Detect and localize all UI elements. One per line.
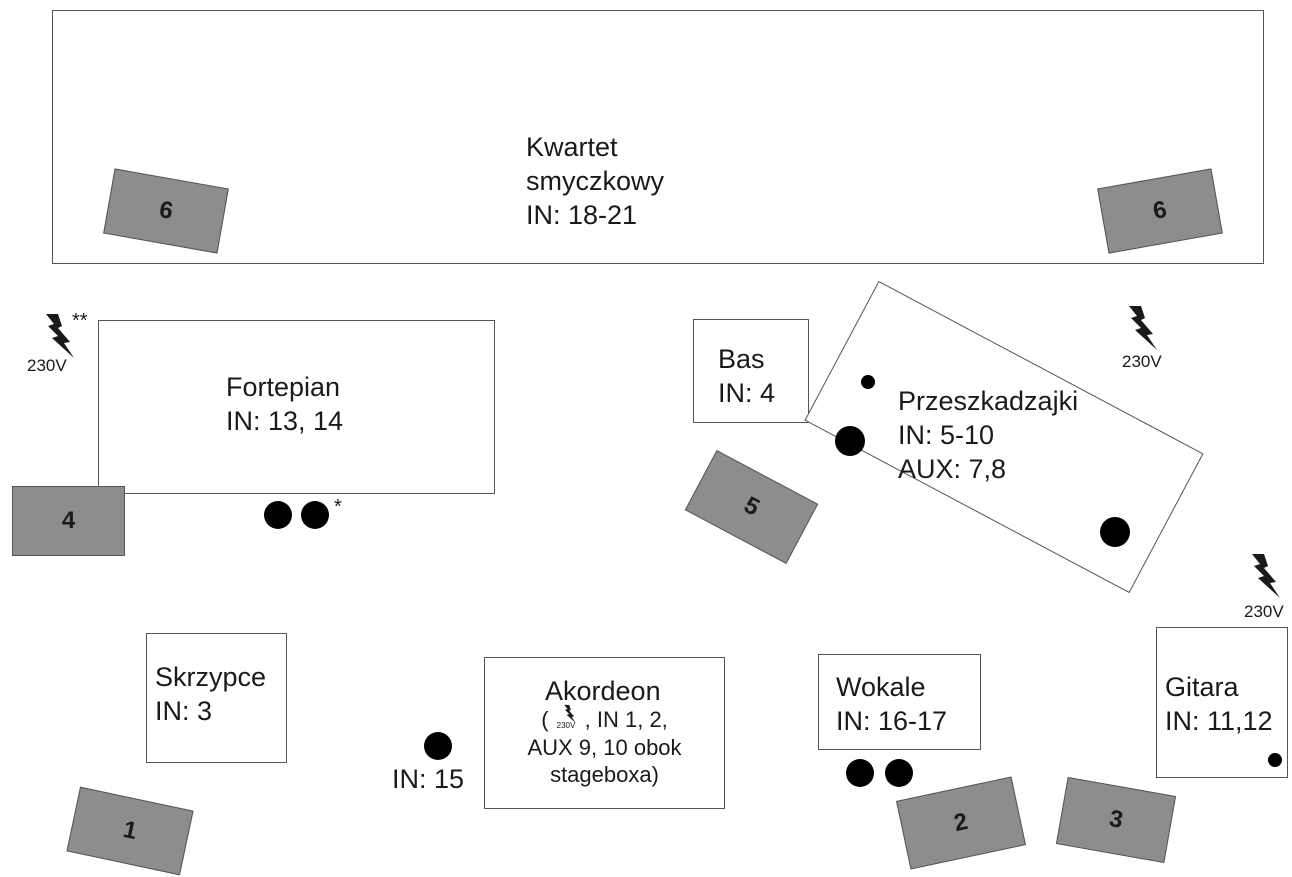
fortepian-label: Fortepian IN: 13, 14: [226, 370, 343, 438]
monitor-4-label: 4: [61, 507, 76, 534]
bas-label: Bas IN: 4: [718, 342, 775, 410]
kwartet-label: Kwartet smyczkowy IN: 18-21: [526, 130, 664, 232]
kwartet-inputs: IN: 18-21: [526, 200, 638, 230]
monitor-4: 4: [12, 486, 125, 556]
vocal-mic-2: [885, 759, 913, 787]
skrzypce-label: Skrzypce IN: 3: [155, 660, 266, 728]
wokale-label: Wokale IN: 16-17: [836, 670, 947, 738]
fortepian-title: Fortepian: [226, 372, 341, 402]
akordeon-area: [484, 657, 725, 809]
skrzypce-title: Skrzypce: [155, 662, 267, 692]
akordeon-voltage: 230V: [556, 721, 576, 731]
voltage-label-top-right: 230V: [1122, 352, 1162, 371]
monitor-1-label: 1: [120, 815, 140, 846]
wokale-inputs: IN: 16-17: [836, 706, 948, 736]
kwartet-title-2: smyczkowy: [526, 166, 665, 196]
voltage-label-left: 230V: [27, 356, 67, 375]
fortepian-inputs: IN: 13, 14: [226, 406, 344, 436]
lightning-bolt-icon: 230V: [555, 705, 585, 734]
bas-area: [693, 319, 809, 423]
monitor-2-label: 2: [951, 807, 971, 838]
piano-mic-2: [301, 501, 329, 529]
gitara-label: Gitara IN: 11,12: [1165, 670, 1273, 738]
monitor-5: 5: [684, 449, 819, 565]
przeszkadzajki-label: Przeszkadzajki IN: 5-10 AUX: 7,8: [898, 384, 1078, 486]
kwartet-area: [52, 10, 1264, 264]
wokale-area: [818, 654, 981, 750]
lightning-bolt-icon: [1129, 306, 1157, 350]
perc-mic-2: [1100, 517, 1130, 547]
akordeon-paren: (: [541, 707, 549, 732]
skrzypce-inputs: IN: 3: [155, 696, 213, 726]
akordeon-title: Akordeon: [545, 676, 661, 706]
skrzypce-area: [146, 633, 287, 763]
monitor-2: 2: [896, 776, 1026, 870]
gitara-title: Gitara: [1165, 672, 1239, 702]
akordeon-inputs: , IN 1, 2,: [584, 707, 668, 732]
gitara-area: [1156, 627, 1288, 778]
wokale-title: Wokale: [836, 672, 926, 702]
double-star-note: **: [72, 310, 88, 332]
guitar-mic: [1268, 753, 1282, 767]
akordeon-line-2: ( 230V , IN 1, 2,: [490, 705, 719, 734]
kwartet-title-1: Kwartet: [526, 132, 618, 162]
gitara-inputs: IN: 11,12: [1165, 706, 1273, 736]
monitor-6-right-label: 6: [1150, 196, 1169, 225]
monitor-5-label: 5: [739, 491, 764, 522]
przeszkadzajki-title: Przeszkadzajki: [898, 386, 1079, 416]
akordeon-details: ( 230V , IN 1, 2, AUX 9, 10 obok stagebo…: [490, 705, 719, 788]
fortepian-area: [98, 320, 495, 494]
bas-title: Bas: [718, 344, 765, 374]
monitor-1: 1: [66, 786, 194, 876]
mic-in15: [424, 732, 452, 760]
piano-mic-1: [264, 501, 292, 529]
lightning-bolt-icon: [46, 314, 74, 358]
przeszkadzajki-inputs: IN: 5-10: [898, 420, 995, 450]
in15-label: IN: 15: [392, 764, 465, 794]
perc-mic-1: [835, 426, 865, 456]
akordeon-aux: AUX 9, 10 obok: [527, 735, 682, 761]
monitor-3-label: 3: [1107, 805, 1126, 834]
bas-inputs: IN: 4: [718, 378, 776, 408]
single-star-note: *: [334, 496, 342, 518]
monitor-6-left-label: 6: [157, 196, 176, 225]
vocal-mic-1: [846, 759, 874, 787]
akordeon-stagebox: stageboxa): [550, 762, 659, 788]
przeszkadzajki-aux: AUX: 7,8: [898, 454, 1007, 484]
lightning-bolt-icon: [1252, 554, 1280, 598]
monitor-3: 3: [1055, 776, 1177, 864]
perc-mic-small: [861, 375, 875, 389]
voltage-label-right: 230V: [1244, 602, 1284, 621]
